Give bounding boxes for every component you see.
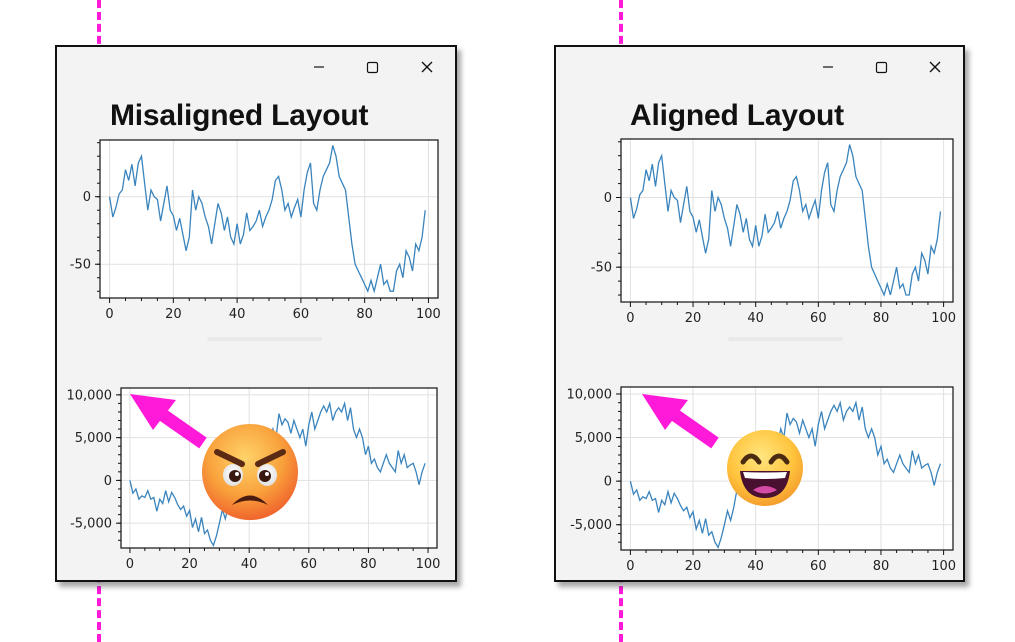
close-icon: [421, 61, 433, 73]
close-button[interactable]: [912, 47, 958, 87]
divider: [207, 337, 322, 341]
misaligned-window: Misaligned Layout: [55, 45, 457, 582]
minimize-button[interactable]: [805, 47, 851, 87]
maximize-button[interactable]: [349, 47, 395, 87]
page-title: Aligned Layout: [630, 99, 844, 132]
page-title: Misaligned Layout: [110, 99, 369, 132]
minimize-icon: [314, 66, 324, 68]
aligned-window: Aligned Layout: [554, 45, 965, 582]
close-button[interactable]: [404, 47, 450, 87]
close-icon: [929, 61, 941, 73]
maximize-button[interactable]: [858, 47, 904, 87]
minimize-button[interactable]: [296, 47, 342, 87]
divider: [728, 337, 843, 341]
maximize-icon: [366, 61, 378, 73]
minimize-icon: [823, 66, 833, 68]
maximize-icon: [875, 61, 887, 73]
